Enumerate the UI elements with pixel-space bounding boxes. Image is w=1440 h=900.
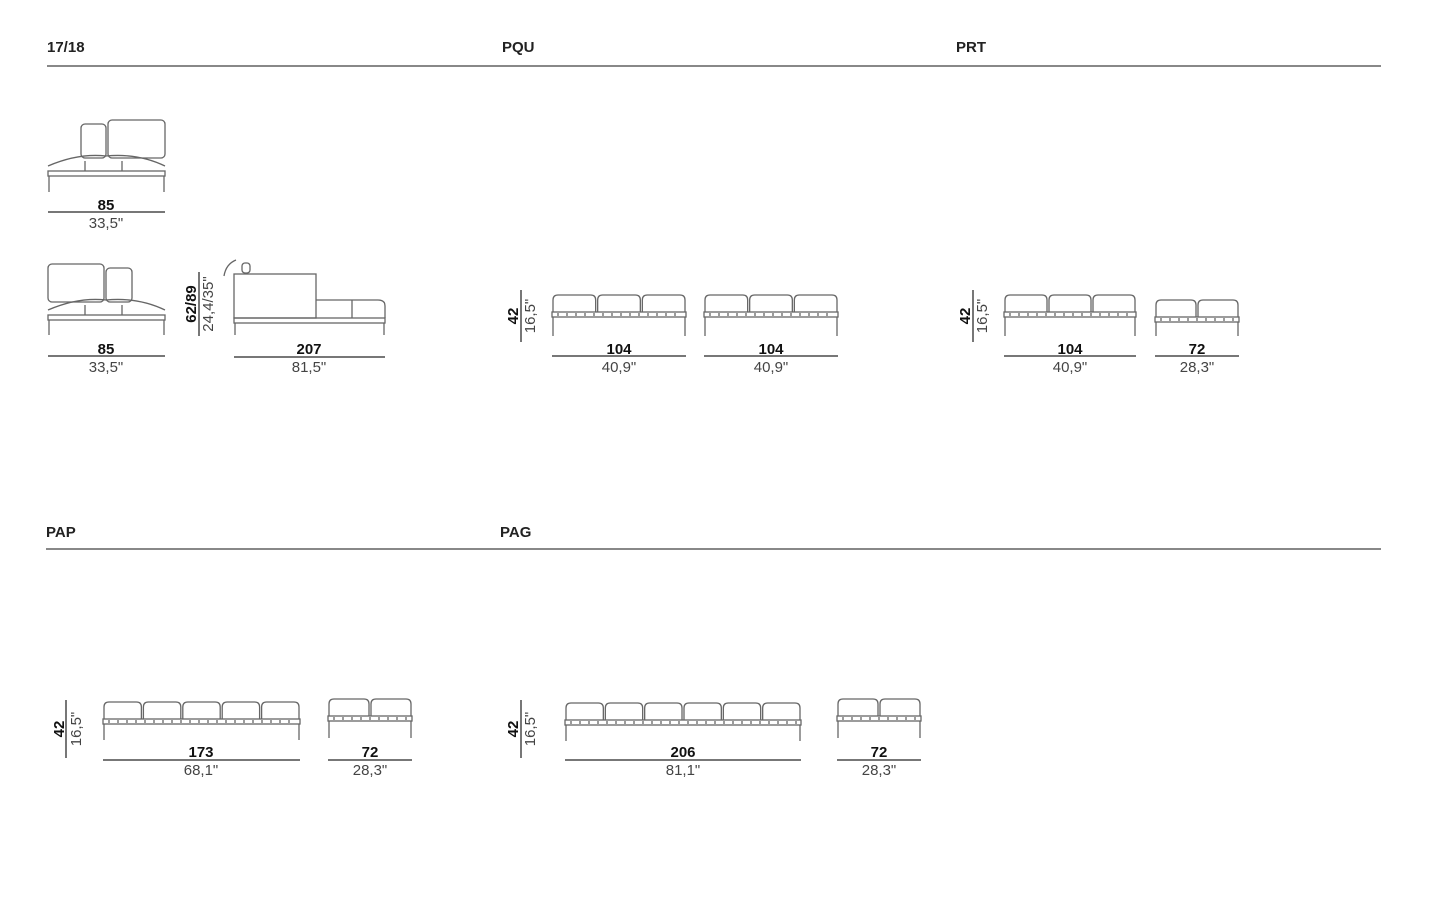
bench-cushion xyxy=(762,702,801,720)
section-title-pag: PAG xyxy=(500,524,531,541)
width-cm: 207 xyxy=(296,341,321,358)
chair-seat-cushion xyxy=(47,298,166,311)
bench-cushion xyxy=(879,698,921,716)
width-cm: 85 xyxy=(98,341,115,358)
bench-cushion xyxy=(182,701,221,719)
bench-cushion xyxy=(103,701,143,719)
bench-frame-rail xyxy=(551,311,687,318)
width-cm: 72 xyxy=(871,744,888,761)
bench-cushion xyxy=(1197,299,1239,317)
width-in: 28,3" xyxy=(1180,359,1215,376)
bench-cushion xyxy=(749,294,793,312)
chaise-frame-rail xyxy=(233,317,386,324)
width-cm: 85 xyxy=(98,197,115,214)
width-in: 40,9" xyxy=(1053,359,1088,376)
width-in: 68,1" xyxy=(184,762,219,779)
bench-frame-rail xyxy=(102,718,301,725)
width-in: 40,9" xyxy=(754,359,789,376)
bench-frame-rail xyxy=(327,715,413,722)
section-title-prt: PRT xyxy=(956,39,986,56)
bench-cushion xyxy=(793,294,838,312)
recline-arrow-icon xyxy=(223,259,237,277)
width-in: 40,9" xyxy=(602,359,637,376)
height-in: 16,5" xyxy=(522,299,539,334)
width-in: 28,3" xyxy=(862,762,897,779)
width-in: 28,3" xyxy=(353,762,388,779)
chair-backrest-small xyxy=(105,267,133,303)
width-cm: 104 xyxy=(758,341,784,358)
bench-cushion xyxy=(260,701,300,719)
bench-frame-rail xyxy=(836,715,922,722)
width-in: 33,5" xyxy=(89,359,124,376)
height-in: 16,5" xyxy=(522,712,539,747)
width-cm: 104 xyxy=(606,341,632,358)
bench-cushion xyxy=(644,702,683,720)
height-in: 16,5" xyxy=(974,299,991,334)
chair-backrest xyxy=(47,263,105,303)
bench-frame-rail xyxy=(1003,311,1137,318)
chair-backrest-small xyxy=(80,123,107,159)
section-title-pqu: PQU xyxy=(502,39,535,56)
bench-frame-rail xyxy=(703,311,839,318)
width-cm: 104 xyxy=(1057,341,1083,358)
bench-cushion xyxy=(552,294,597,312)
section-title-17-18: 17/18 xyxy=(47,39,85,56)
height-in: 24,4/35" xyxy=(200,276,217,331)
section-title-pap: PAP xyxy=(46,524,76,541)
bench-cushion xyxy=(221,701,261,719)
furniture-drawings xyxy=(47,119,1240,741)
width-in: 33,5" xyxy=(89,215,124,232)
chaise-backrest xyxy=(233,273,317,319)
width-in: 81,5" xyxy=(292,359,327,376)
chair-seat-cushion xyxy=(47,154,166,167)
bench-cushion xyxy=(1004,294,1048,312)
bench-cushion xyxy=(565,702,604,720)
chaise-seat-cushion xyxy=(316,299,386,318)
bench-cushion xyxy=(1155,299,1197,317)
bench-cushion xyxy=(370,698,412,716)
chair-frame-rail xyxy=(47,314,166,321)
bench-cushion xyxy=(641,294,686,312)
bench-cushion xyxy=(1092,294,1136,312)
width-cm: 72 xyxy=(362,744,379,761)
bench-cushion xyxy=(1048,294,1092,312)
bench-cushion xyxy=(837,698,879,716)
width-cm: 173 xyxy=(188,744,213,761)
bench-frame-rail xyxy=(564,719,802,726)
bench-cushion xyxy=(142,701,182,719)
bench-cushion xyxy=(597,294,641,312)
height-cm: 62/89 xyxy=(183,285,200,323)
bench-cushion xyxy=(328,698,370,716)
height-cm: 42 xyxy=(505,721,522,738)
bench-cushion xyxy=(604,702,644,720)
bench-cushion xyxy=(722,702,762,720)
headrest-icon xyxy=(241,262,251,274)
height-in: 16,5" xyxy=(68,712,85,747)
bench-cushion xyxy=(704,294,749,312)
bench-frame-rail xyxy=(1154,316,1240,323)
width-in: 81,1" xyxy=(666,762,701,779)
chair-backrest xyxy=(107,119,166,159)
height-cm: 42 xyxy=(957,308,974,325)
bench-cushion xyxy=(683,702,722,720)
height-cm: 42 xyxy=(505,308,522,325)
height-cm: 42 xyxy=(51,721,68,738)
width-cm: 206 xyxy=(670,744,695,761)
chair-frame-rail xyxy=(47,170,166,177)
width-cm: 72 xyxy=(1189,341,1206,358)
